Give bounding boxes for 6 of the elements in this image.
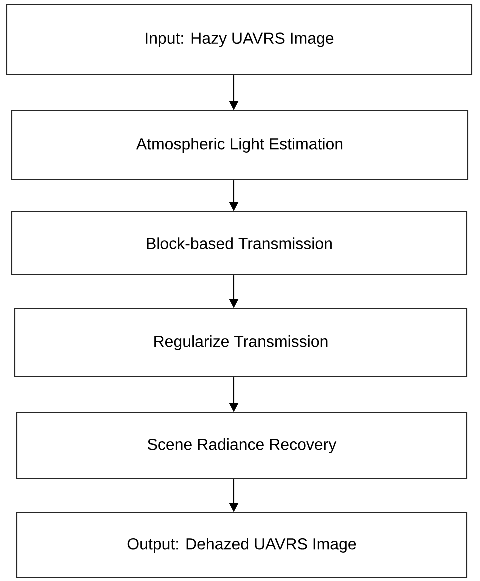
process-box: Output: Dehazed UAVRS Image <box>16 512 468 579</box>
process-box: Input: Hazy UAVRS Image <box>6 4 473 76</box>
process-box: Atmospheric Light Estimation <box>11 110 469 181</box>
process-box: Block-based Transmission <box>11 211 468 276</box>
process-box: Scene Radiance Recovery <box>16 412 468 480</box>
process-box: Regularize Transmission <box>14 308 468 378</box>
